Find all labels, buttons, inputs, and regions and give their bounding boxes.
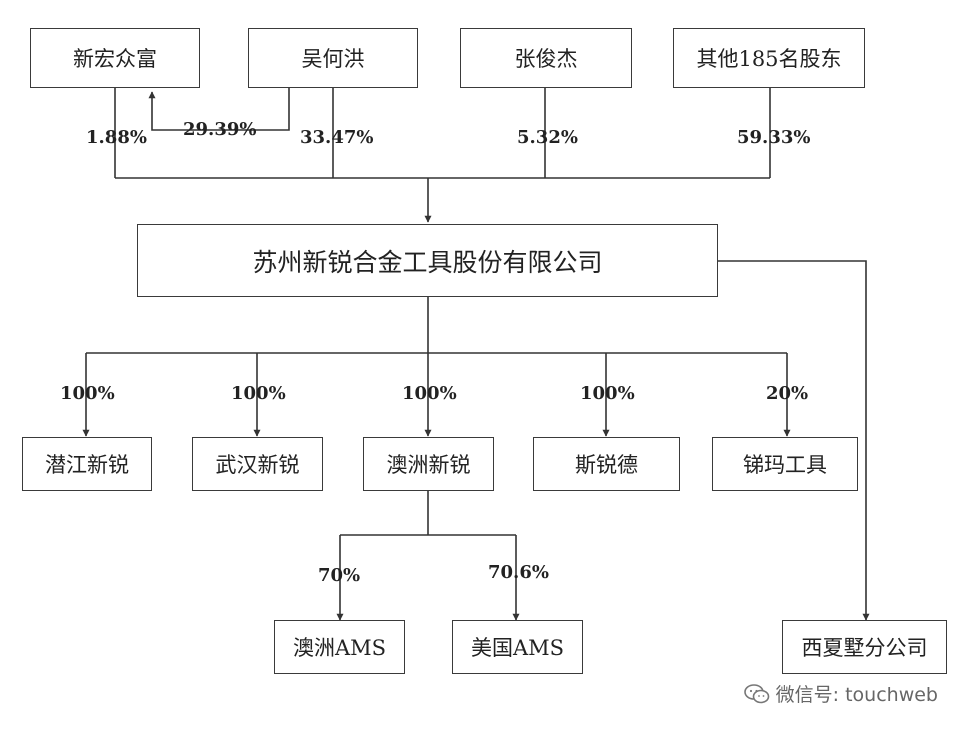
- pct-wuhehong: 33.47%: [300, 127, 374, 148]
- branch-box: 西夏墅分公司: [782, 620, 947, 674]
- watermark: 微信号: touchweb: [743, 680, 938, 707]
- sub-subsidiary-name: 美国AMS: [470, 636, 565, 660]
- subsidiary-box-wuhan: 武汉新锐: [192, 437, 323, 491]
- wechat-icon: [743, 683, 769, 703]
- sub-subsidiary-box-aozhou-ams: 澳洲AMS: [274, 620, 405, 674]
- pct-siruide: 100%: [580, 383, 635, 404]
- subsidiary-box-siruide: 斯锐德: [533, 437, 680, 491]
- arrow-branch: [718, 260, 870, 621]
- watermark-text: 微信号: touchweb: [775, 684, 938, 706]
- shareholder-box-zhangjunjie: 张俊杰: [460, 28, 632, 88]
- pct-aozhou-ams: 70%: [318, 565, 361, 586]
- shareholder-box-others: 其他185名股东: [673, 28, 865, 88]
- sub-subsidiary-box-us-ams: 美国AMS: [452, 620, 583, 674]
- shareholder-box-xinhongzhongfu: 新宏众富: [30, 28, 200, 88]
- subsidiary-name: 澳洲新锐: [386, 453, 471, 477]
- shareholder-name: 其他185名股东: [696, 47, 842, 71]
- shareholder-box-wuhehong: 吴何洪: [248, 28, 418, 88]
- pct-wuhan: 100%: [231, 383, 286, 404]
- pct-us-ams: 70.6%: [488, 562, 549, 583]
- shareholder-name: 新宏众富: [73, 47, 157, 71]
- subsidiary-box-tima: 锑玛工具: [712, 437, 858, 491]
- pct-zhangjunjie: 5.32%: [517, 127, 578, 148]
- subsidiary-box-qianjiang: 潜江新锐: [22, 437, 152, 491]
- pct-cross-holding: 29.39%: [183, 119, 257, 140]
- subsidiary-name: 锑玛工具: [743, 453, 827, 477]
- branch-name: 西夏墅分公司: [801, 636, 928, 660]
- pct-aozhou: 100%: [402, 383, 457, 404]
- subsidiary-box-aozhou: 澳洲新锐: [363, 437, 494, 491]
- pct-xinhongzhongfu: 1.88%: [86, 127, 147, 148]
- shareholder-name: 吴何洪: [301, 47, 365, 71]
- subsidiary-name: 武汉新锐: [215, 453, 300, 477]
- shareholder-name: 张俊杰: [514, 47, 578, 71]
- pct-others: 59.33%: [737, 127, 811, 148]
- company-box: 苏州新锐合金工具股份有限公司: [137, 224, 718, 297]
- subsidiary-name: 斯锐德: [575, 453, 638, 477]
- company-name: 苏州新锐合金工具股份有限公司: [252, 247, 603, 277]
- arrow-cross-holding: [148, 88, 290, 131]
- subsidiary-name: 潜江新锐: [45, 453, 129, 477]
- pct-qianjiang: 100%: [60, 383, 115, 404]
- pct-tima: 20%: [766, 383, 809, 404]
- sub-subsidiary-name: 澳洲AMS: [292, 636, 387, 660]
